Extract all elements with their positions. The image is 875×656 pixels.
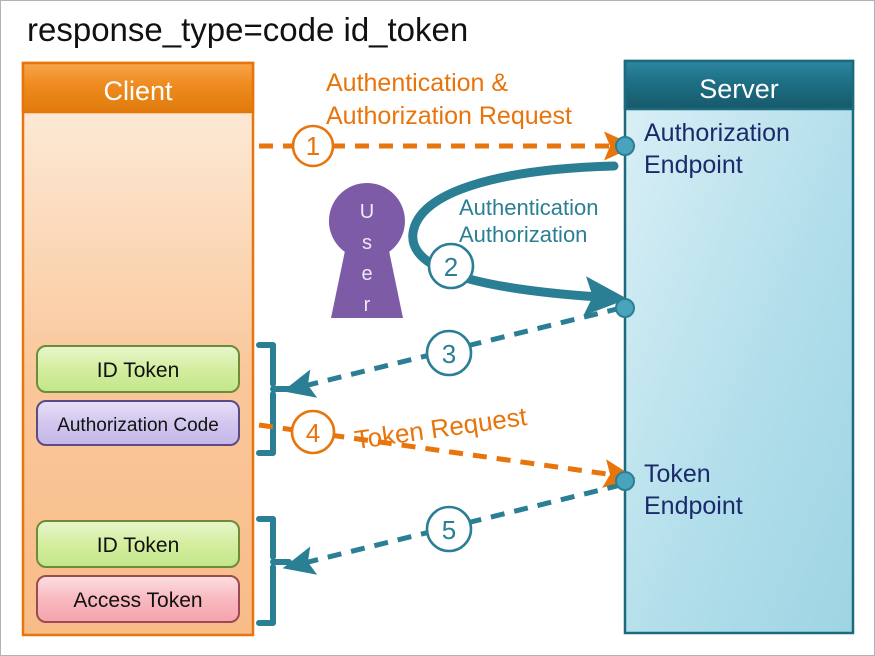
token-label-access-token: Access Token xyxy=(73,589,202,612)
server-body xyxy=(623,59,855,635)
client-brace-upper xyxy=(256,342,292,456)
step-4-label: Token Request xyxy=(353,401,530,455)
token-box-access-token xyxy=(36,575,240,623)
client-header-label: Client xyxy=(103,76,173,106)
server-endpoint-authorization-line2: Endpoint xyxy=(644,151,743,179)
step-1-flow: 1 Authentication & Authorization Request xyxy=(259,69,636,168)
token-label-id-token-lower: ID Token xyxy=(97,534,180,557)
user-label-letter-2: s xyxy=(362,232,372,254)
server-header xyxy=(623,59,855,111)
step-2-label-line1: Authentication xyxy=(459,195,598,220)
server-endpoint-token-line2: Endpoint xyxy=(644,492,743,520)
step-1-badge-circle xyxy=(291,124,335,168)
server-endpoint-authorization-line1: Authorization xyxy=(644,119,790,147)
step-4-badge-circle xyxy=(290,409,336,455)
step-1-label-line1: Authentication & xyxy=(326,69,508,97)
client-token-group-upper: ID Token Authorization Code xyxy=(36,345,240,446)
client-header xyxy=(21,61,255,114)
token-box-id-token-lower xyxy=(36,520,240,568)
step-2-number: 2 xyxy=(444,252,458,282)
connector-dot-authorization-response xyxy=(615,298,635,318)
token-box-id-token-upper xyxy=(36,345,240,393)
server-column: Server Authorization Endpoint Token Endp… xyxy=(623,59,855,635)
client-token-group-lower: ID Token Access Token xyxy=(36,520,240,623)
step-3-badge-circle xyxy=(425,329,473,377)
step-1-number: 1 xyxy=(306,131,320,161)
step-3-arrow xyxy=(282,305,622,398)
step-2-label-line2: Authorization xyxy=(459,222,587,247)
step-5-number: 5 xyxy=(442,515,456,545)
step-3-number: 3 xyxy=(442,339,456,369)
step-5-arrow xyxy=(282,482,622,575)
page-title: response_type=code id_token xyxy=(27,11,468,48)
user-body-trapezoid xyxy=(331,246,403,318)
step-5-flow: 5 xyxy=(282,482,622,575)
token-box-authorization-code xyxy=(36,400,240,446)
step-5-badge-circle xyxy=(425,505,473,553)
server-endpoint-token-line1: Token xyxy=(644,460,711,488)
step-2-arrow xyxy=(408,161,628,316)
step-3-flow: 3 xyxy=(282,305,622,398)
user-keyhole-icon: U s e r xyxy=(328,183,405,318)
client-column: Client ID Token Authorization Code ID To… xyxy=(21,61,255,637)
client-brace-lower xyxy=(256,516,292,626)
token-label-id-token-upper: ID Token xyxy=(97,359,180,382)
step-4-number: 4 xyxy=(306,418,320,448)
step-4-flow: 4 Token Request xyxy=(258,401,636,488)
connector-dot-authorization-endpoint xyxy=(615,136,635,156)
user-label-letter-4: r xyxy=(364,294,371,316)
step-1-label-line2: Authorization Request xyxy=(326,102,572,130)
connector-dot-token-endpoint xyxy=(615,471,635,491)
user-label-letter-1: U xyxy=(360,201,374,223)
user-head-circle xyxy=(328,183,405,259)
server-header-label: Server xyxy=(699,74,779,104)
step-2-flow: 2 Authentication Authorization xyxy=(408,161,628,316)
user-label-letter-3: e xyxy=(361,263,372,285)
token-label-authorization-code: Authorization Code xyxy=(57,415,219,436)
step-2-badge-circle xyxy=(427,242,475,290)
